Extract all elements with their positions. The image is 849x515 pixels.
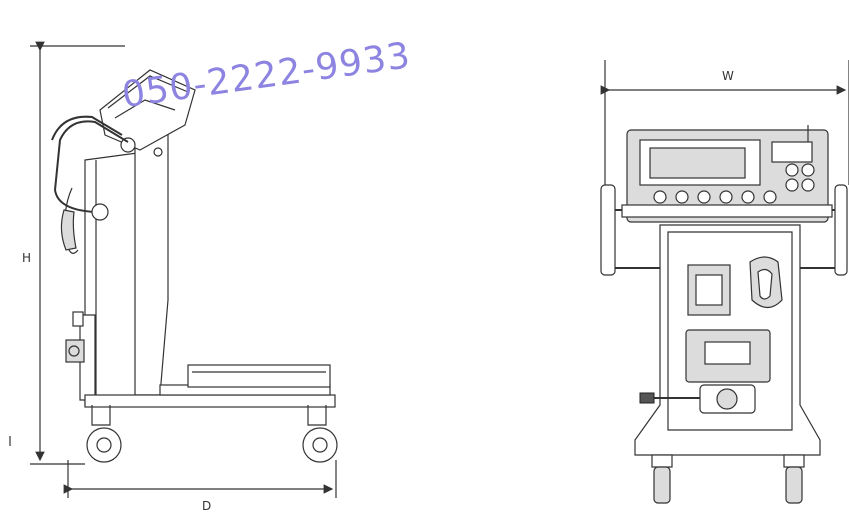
height-label: H: [22, 251, 31, 265]
control-panel: [621, 125, 833, 223]
side-view: H D: [9, 41, 338, 513]
rear-caster: [86, 405, 122, 463]
width-label: W: [722, 69, 734, 83]
width-dimension: W: [600, 60, 849, 185]
front-caster: [302, 405, 338, 463]
watermark-phone-number: 050-2222-9933: [120, 35, 414, 116]
side-cart-body: [51, 69, 338, 463]
panel-buttons: [653, 163, 815, 204]
depth-dimension: D: [63, 460, 337, 513]
front-view: W: [600, 60, 849, 504]
height-dimension: H: [9, 41, 125, 465]
front-cart-body: [634, 224, 821, 504]
depth-label: D: [202, 499, 211, 513]
front-right-caster: [783, 454, 805, 504]
front-handles: [600, 184, 848, 276]
front-left-caster: [651, 454, 673, 504]
